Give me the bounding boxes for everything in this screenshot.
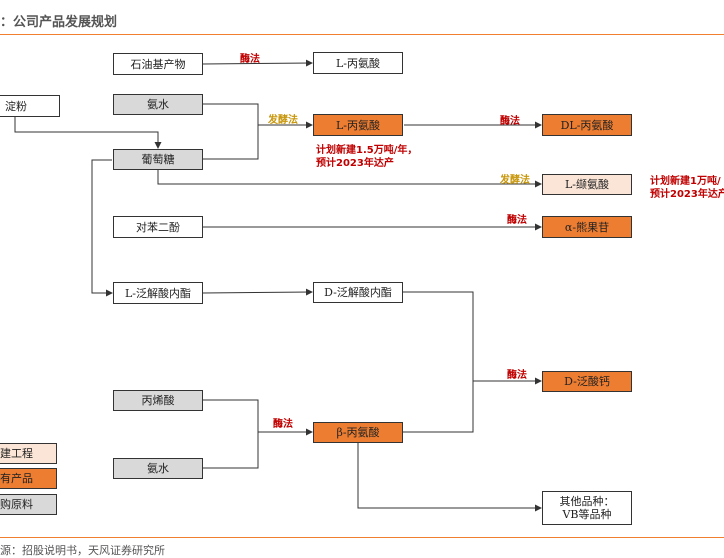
- node-l-alanine: L-丙氨酸: [313, 114, 403, 136]
- node-other-products-line2: VB等品种: [562, 508, 612, 521]
- legend-existing-product: 有产品: [0, 468, 57, 489]
- edge-label-enzyme-dl-alanine: 酶法: [500, 116, 520, 127]
- node-ammonia-top: 氨水: [113, 94, 203, 115]
- node-dl-alanine: DL-丙氨酸: [542, 114, 632, 136]
- edge-label-enzyme-arbutin: 酶法: [507, 215, 527, 226]
- edge-label-fermentation-valine: 发酵法: [500, 175, 530, 186]
- node-other-products-line1: 其他品种：: [559, 495, 615, 508]
- node-l-alanine-petroleum: L-丙氨酸: [313, 52, 403, 74]
- note-alanine-plan-line1: 计划新建1.5万吨/年，: [316, 145, 418, 156]
- node-hydroquinone: 对苯二酚: [113, 216, 203, 238]
- top-divider: [0, 34, 724, 35]
- node-ammonia-bottom: 氨水: [113, 458, 203, 479]
- node-beta-alanine: β-丙氨酸: [313, 422, 403, 443]
- edge-label-enzyme-petroleum: 酶法: [240, 54, 260, 65]
- source-note: 源：招股说明书，天风证券研究所: [0, 544, 165, 557]
- note-valine-plan-line2: 预计2023年达产: [650, 189, 724, 200]
- node-d-pantolactone: D-泛解酸内酯: [313, 282, 403, 303]
- edge-label-enzyme-pantothenate: 酶法: [507, 370, 527, 381]
- bottom-divider: [0, 537, 724, 538]
- node-l-valine: L-缬氨酸: [542, 174, 632, 195]
- page-title: ：公司产品发展规划: [0, 15, 118, 30]
- node-l-pantolactone: L-泛解酸内酯: [113, 282, 203, 304]
- node-glucose: 葡萄糖: [113, 149, 203, 170]
- node-d-calcium-pantothenate: D-泛酸钙: [542, 371, 632, 392]
- node-acrylic-acid: 丙烯酸: [113, 390, 203, 411]
- node-petroleum-product: 石油基产物: [113, 53, 203, 75]
- legend-purchased-material: 购原料: [0, 494, 57, 515]
- note-alanine-plan: 计划新建1.5万吨/年， 预计2023年达产: [316, 144, 417, 170]
- note-valine-plan: 计划新建1万吨/ 预计2023年达产: [650, 175, 724, 201]
- edge-label-fermentation-alanine: 发酵法: [268, 115, 298, 126]
- note-valine-plan-line1: 计划新建1万吨/: [650, 176, 721, 187]
- node-starch: 淀粉: [0, 95, 60, 117]
- legend-new-project: 建工程: [0, 443, 57, 464]
- node-alpha-arbutin: α-熊果苷: [542, 216, 632, 238]
- note-alanine-plan-line2: 预计2023年达产: [316, 158, 394, 169]
- edge-label-enzyme-beta-alanine: 酶法: [273, 419, 293, 430]
- node-other-products: 其他品种： VB等品种: [542, 491, 632, 525]
